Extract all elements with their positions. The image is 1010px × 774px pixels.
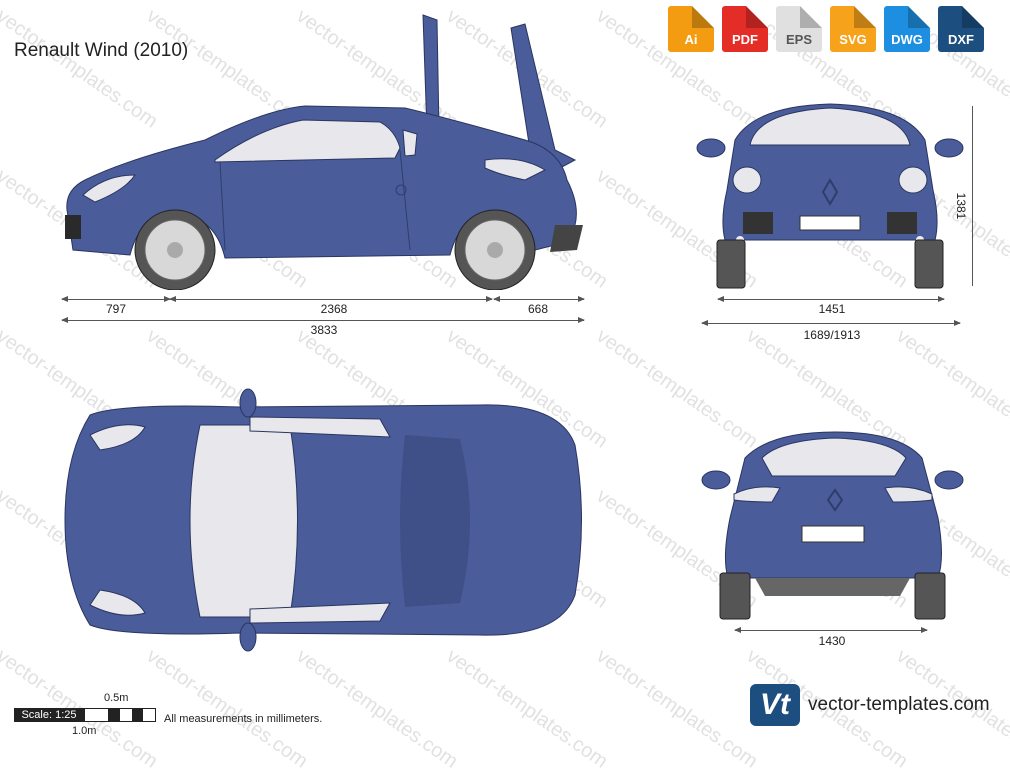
scale-half-label: 0.5m [104,692,129,704]
windshield-top [189,424,298,618]
file-fold-icon [962,6,984,28]
scale-label: Scale: 1:25 [14,708,84,722]
air-intake-right [887,212,917,234]
rear-view [701,431,964,620]
format-pdf-button[interactable]: PDF [722,6,768,52]
tyre-front-right [914,239,944,289]
watermark-text: vector-templates.com [142,645,312,773]
mirror-top-left [239,388,257,418]
headlight-top-left [89,424,146,451]
format-ai-button[interactable]: Ai [668,6,714,52]
side-glass-top-lower [249,602,391,624]
taillight [484,158,547,181]
dim-front-overhang: 797 [105,302,127,316]
watermark-text: vector-templates.com [442,645,612,773]
top-view [64,388,582,652]
rear-bumper [550,225,583,252]
brand-name: vector-templates.com [808,694,990,715]
dim-line-height [972,106,973,286]
format-label: Ai [684,32,698,47]
mirror-top-right [239,622,257,652]
dim-width: 1689/1913 [803,328,861,342]
air-intake-left [743,212,773,234]
side-body [66,105,577,259]
headlight-left [732,166,762,194]
tyre-rear-left [719,572,751,620]
file-fold-icon [854,6,876,28]
taillight-left [733,486,781,503]
license-plate [799,215,861,231]
rear-license-plate [801,525,865,543]
format-svg-button[interactable]: SVG [830,6,876,52]
dim-wheelbase: 2368 [320,302,348,316]
dim-line-wheelbase [169,296,493,302]
door-line-rear [399,149,411,251]
mirror-left [696,138,726,158]
format-label: DWG [891,32,923,47]
headlight-top-right [89,589,146,616]
tyre-front-left [716,239,746,289]
front-view [696,103,964,289]
roof-panel-top [400,435,470,607]
watermark-text: vector-templates.com [292,645,462,773]
format-label: DXF [948,32,974,47]
dim-rear-track: 1430 [818,634,846,648]
dim-height: 1381 [954,192,968,220]
vt-logo-icon: Vt [750,684,800,726]
measurement-note: All measurements in millimeters. [164,713,323,725]
mirror-rear-left [701,470,731,490]
dim-line-rear-overhang [493,296,585,302]
file-fold-icon [908,6,930,28]
taillight-right [884,486,933,503]
renault-logo-front [821,178,839,206]
format-label: SVG [839,32,867,47]
dim-line-front-overhang [61,296,171,302]
file-fold-icon [692,6,714,28]
side-glass-top-upper [249,416,391,438]
format-label: EPS [785,32,812,47]
watermark-text: vector-templates.com [592,645,762,773]
door-line [219,161,226,251]
side-window [214,119,401,163]
fuel-cap [395,184,407,196]
dim-line-rear-track [734,627,928,633]
format-download-bar: Ai PDF EPS SVG DWG DXF [668,6,984,52]
side-view [65,14,583,290]
dim-line-front-track [717,296,945,302]
file-fold-icon [800,6,822,28]
headlight-right [898,166,928,194]
file-fold-icon [746,6,768,28]
renault-logo-rear [826,488,844,512]
brand-link[interactable]: Vt vector-templates.com [750,684,990,726]
windshield [749,107,911,146]
scale-bar [84,708,156,722]
scale-full-label: 1.0m [72,725,97,737]
top-body [64,404,582,636]
dim-rear-overhang: 668 [527,302,549,316]
dim-front-track: 1451 [818,302,846,316]
rear-glass [761,437,907,477]
mirror-right [934,138,964,158]
mirror-rear-right [934,470,964,490]
headlight [82,174,136,203]
dim-line-width [701,320,961,326]
format-dxf-button[interactable]: DXF [938,6,984,52]
side-window-rear [402,129,418,157]
page-title: Renault Wind (2010) [14,40,189,61]
front-wheel [134,209,216,290]
format-label: PDF [732,32,758,47]
tyre-rear-right [914,572,946,620]
front-grille [65,215,81,239]
rear-diffuser [755,578,910,596]
format-eps-button[interactable]: EPS [776,6,822,52]
dim-line-length [61,317,585,323]
dim-length: 3833 [310,323,338,337]
rear-wheel [454,209,536,290]
format-dwg-button[interactable]: DWG [884,6,930,52]
